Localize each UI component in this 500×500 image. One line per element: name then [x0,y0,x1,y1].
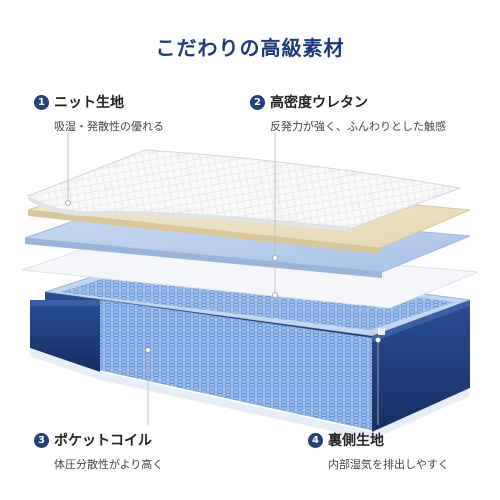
knit-fabric-layer [26,149,462,232]
feature-description: 体圧分散性がより高く [54,458,164,471]
number-badge-icon: 4 [308,432,323,448]
feature-label: ニット生地 [54,95,124,111]
feature-urethane: 2 高密度ウレタン 反発力が強く、ふんわりとした触感 [250,92,446,134]
feature-description: 内部湿気を排出しやすく [328,458,449,471]
feature-label: 裏側生地 [328,433,384,449]
feature-pocket-coil: 3 ポケットコイル 体圧分散性がより高く [34,430,163,472]
feature-label: 高密度ウレタン [270,95,368,111]
number-badge-icon: 2 [250,94,265,110]
leader-dots [65,200,381,353]
feature-back-fabric: 4 裏側生地 内部湿気を排出しやすく [308,430,449,472]
feature-description: 反発力が強く、ふんわりとした触感 [270,120,446,133]
leader-lines [67,132,379,425]
number-badge-icon: 1 [34,94,49,110]
number-badge-icon: 3 [34,432,49,448]
feature-description: 吸湿・発散性の優れる [54,120,164,133]
page-title: こだわりの高級素材 [155,36,345,60]
feature-label: ポケットコイル [54,433,152,449]
feature-knit: 1 ニット生地 吸湿・発散性の優れる [34,92,164,134]
inner-sheet-layer [21,239,479,309]
